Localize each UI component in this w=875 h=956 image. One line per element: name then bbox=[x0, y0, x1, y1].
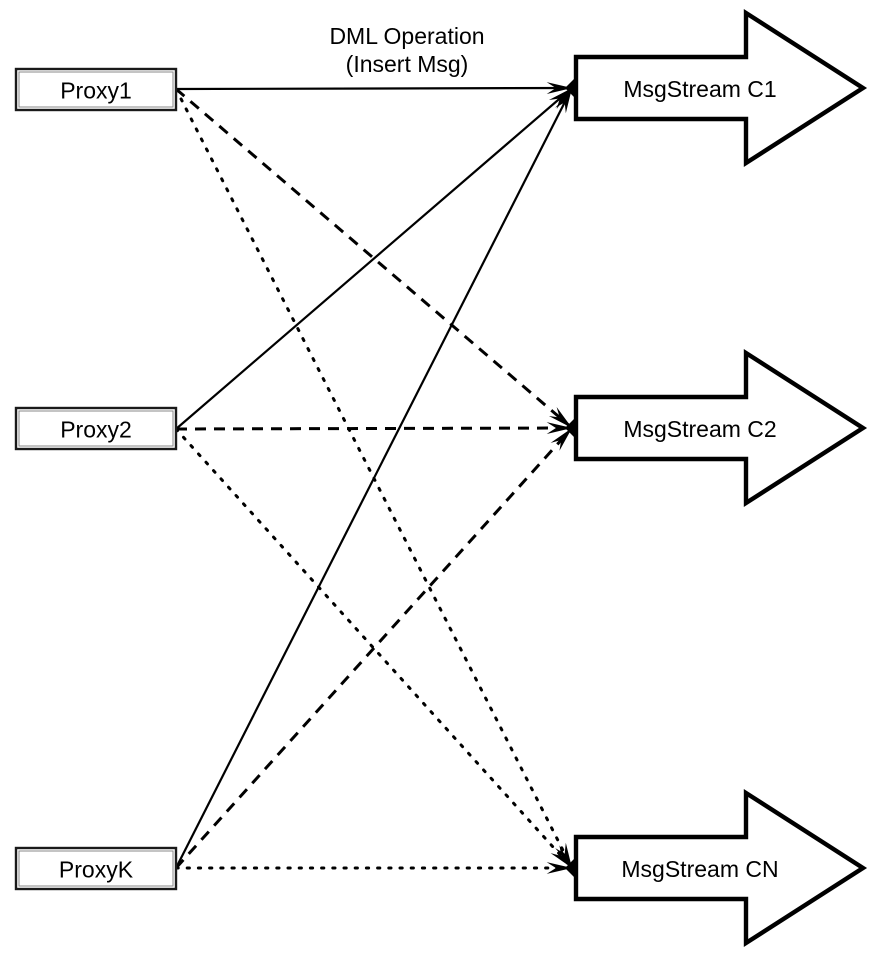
proxy2-label: Proxy2 bbox=[60, 417, 132, 443]
arrowhead-barb bbox=[546, 422, 572, 434]
edge-proxy2-to-msgstream-c2 bbox=[175, 426, 573, 431]
arrowhead-barb bbox=[555, 88, 572, 114]
msgstream-cn-label: MsgStream CN bbox=[621, 856, 778, 882]
arrowhead-barb bbox=[546, 862, 572, 874]
edge-proxy2-to-msgstream-cn bbox=[174, 427, 574, 870]
msgstream-node-c1[interactable]: MsgStream C1 bbox=[573, 8, 868, 168]
dml-operation-label-line2: (Insert Msg) bbox=[346, 51, 469, 77]
arrowhead-barb bbox=[546, 82, 572, 94]
proxy1-label: Proxy1 bbox=[60, 78, 132, 104]
proxyk-label: ProxyK bbox=[59, 857, 134, 883]
edge-proxyk-to-msgstream-c1 bbox=[175, 87, 573, 869]
proxy-node-proxy2[interactable]: Proxy2 bbox=[14, 406, 178, 451]
proxy1-box[interactable] bbox=[14, 67, 178, 112]
msgstream-c2-arrow-shape[interactable] bbox=[573, 348, 868, 508]
proxy2-box-inner-edge bbox=[18, 410, 174, 447]
msgstream-cn-arrow-shape[interactable] bbox=[573, 788, 868, 948]
arrowhead-barb bbox=[548, 88, 572, 110]
arrowhead-barb bbox=[548, 407, 572, 428]
msgstream-c1-arrow-shape[interactable] bbox=[573, 8, 868, 168]
arrowhead-layer bbox=[546, 73, 580, 883]
proxy1-box-inner-edge bbox=[18, 71, 174, 108]
proxy2-box[interactable] bbox=[14, 406, 178, 451]
edge-proxyk-to-msgstream-c2 bbox=[174, 426, 574, 870]
proxy-node-layer: Proxy1 Proxy2 ProxyK bbox=[14, 67, 178, 891]
proxyk-box[interactable] bbox=[14, 846, 178, 891]
msgstream-node-layer: MsgStream C1 MsgStream C2 MsgStream CN bbox=[573, 8, 868, 948]
edge-layer bbox=[174, 86, 574, 870]
arrowhead-barb bbox=[550, 428, 572, 451]
edge-proxy2-to-msgstream-c1 bbox=[175, 87, 573, 430]
edge-proxy1-to-msgstream-c1 bbox=[175, 86, 573, 91]
msgstream-c1-label: MsgStream C1 bbox=[623, 76, 776, 102]
edge-proxy1-to-msgstream-c2 bbox=[175, 87, 573, 430]
proxyk-box-inner-edge bbox=[18, 850, 174, 887]
arrowhead-barb bbox=[550, 845, 572, 868]
dml-operation-label-line1: DML Operation bbox=[329, 23, 484, 49]
proxy-node-proxy1[interactable]: Proxy1 bbox=[14, 67, 178, 112]
msgstream-node-c2[interactable]: MsgStream C2 bbox=[573, 348, 868, 508]
msgstream-node-cn[interactable]: MsgStream CN bbox=[573, 788, 868, 948]
proxy-node-proxyk[interactable]: ProxyK bbox=[14, 846, 178, 891]
annotation-layer: DML Operation (Insert Msg) bbox=[329, 23, 484, 77]
msgstream-c2-label: MsgStream C2 bbox=[623, 416, 776, 442]
